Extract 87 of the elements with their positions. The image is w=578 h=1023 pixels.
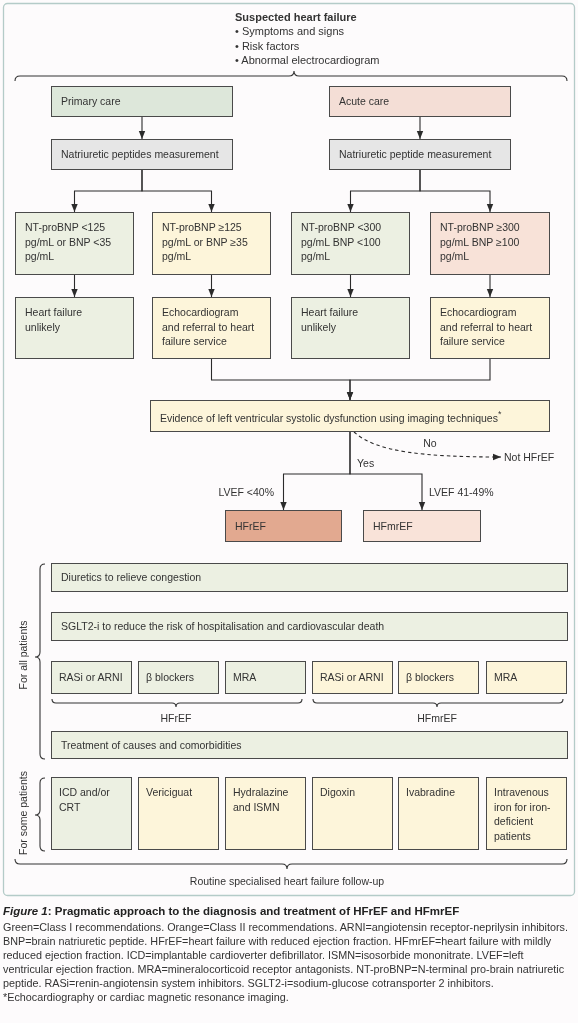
process-box	[430, 212, 550, 275]
process-box	[329, 139, 511, 170]
step-text: Hydralazine and ISMN	[233, 785, 290, 814]
step-text: Digoxin	[320, 785, 357, 800]
group-label: HFmrEF	[417, 711, 457, 725]
step-text: Heart failure unlikely	[301, 305, 360, 334]
flow-arrow	[208, 274, 215, 298]
dashed-arrow	[353, 431, 502, 461]
step-text: NT-proBNP ≥300 pg/mL BNP ≥100 pg/mL	[440, 220, 521, 264]
treatment-box	[138, 777, 219, 850]
treatment-box	[138, 661, 219, 694]
heading-text: Suspected heart failure	[235, 10, 357, 24]
treatment-bar	[51, 612, 568, 641]
bullet-item: • Abnormal electrocardiogram	[235, 53, 380, 67]
flow-arrow	[419, 169, 494, 213]
process-box	[329, 86, 511, 117]
result-box	[363, 510, 481, 542]
step-text: Heart failure unlikely	[25, 305, 84, 334]
step-text: β blockers	[406, 670, 456, 685]
flow-arrow	[71, 274, 78, 298]
treatment-box	[225, 777, 306, 850]
treatment-bar	[51, 563, 568, 592]
bullet-item: • Risk factors	[235, 39, 300, 53]
step-text: RASi or ARNI	[320, 670, 385, 685]
step-text: Ivabradine	[406, 785, 457, 800]
treatment-box	[51, 777, 132, 850]
edge-label: No	[421, 436, 439, 450]
process-box	[291, 297, 410, 359]
process-box	[430, 297, 550, 359]
step-text: NT-proBNP <125 pg/mL or BNP <35 pg/mL	[25, 220, 113, 264]
edge-label: LVEF <40%	[216, 485, 276, 499]
treatment-bar	[51, 731, 568, 759]
step-text: NT-proBNP <300 pg/mL BNP <100 pg/mL	[301, 220, 383, 264]
caption-text: Green=Class I recommendations. Orange=Class II recommendations. ARNI=angiotensin receptor-neprilysin inhibitors. BNP=brain natriuretic peptide. HFrEF=heart failure with reduced ejection fraction. HFmrEF=heart failure with mildly reduced ejection fraction. ICD=implantable cardioverter defibrillator. ISMN=isosorbide mononitrate. LVEF=left ventricular ejection fraction. MRA=mineralocorticoid receptor antagonists. NT-proBNP=N-terminal pro-brain natriuretic peptide. RASi=renin-angiotensin system inhibitors. SGLT2-i=sodium-glucose cotransporter 2 inhibitors. *Echocardiography or cardiac magnetic resonance imaging.	[3, 920, 569, 1004]
outcome-text: Not HFrEF	[504, 450, 556, 464]
step-text: MRA	[233, 670, 258, 685]
process-box	[15, 297, 134, 359]
treatment-box	[225, 661, 306, 694]
step-text: Echocardiogram and referral to heart failure service	[162, 305, 256, 349]
process-box	[291, 212, 410, 275]
branch-label: Yes	[357, 456, 375, 470]
edge-label: LVEF 41-49%	[427, 485, 496, 499]
step-text: Natriuretic peptides measurement	[61, 147, 220, 162]
step-text: Diuretics to relieve congestion	[61, 570, 203, 585]
flow-arrow	[346, 358, 491, 401]
step-text: β blockers	[146, 670, 196, 685]
process-box	[152, 212, 271, 275]
process-box	[51, 86, 233, 117]
process-box	[51, 139, 233, 170]
step-text: Echocardiogram and referral to heart failure service	[440, 305, 534, 349]
step-text: ICD and/or CRT	[59, 785, 111, 814]
treatment-box	[398, 661, 479, 694]
flow-arrow	[486, 274, 494, 298]
flow-arrow	[141, 169, 215, 213]
group-label: HFrEF	[160, 711, 192, 725]
step-text: Evidence of left ventricular systolic dysfunction using imaging techniques$^{*}$	[160, 408, 503, 425]
process-box	[152, 297, 271, 359]
step-text: Vericiguat	[146, 785, 194, 800]
group-label: For some patients	[16, 771, 30, 855]
step-text: Natriuretic peptide measurement	[339, 147, 493, 162]
step-text: Acute care	[339, 94, 391, 109]
result-box	[225, 510, 342, 542]
treatment-box	[51, 661, 132, 694]
treatment-box	[312, 777, 393, 850]
figure-title: Figure 1: Pragmatic approach to the diagnosis and treatment of HFrEF and HFmrEF	[3, 904, 461, 919]
step-text: Treatment of causes and comorbidities	[61, 737, 243, 753]
step-text: NT-proBNP ≥125 pg/mL or BNP ≥35 pg/mL	[162, 220, 249, 264]
treatment-box	[312, 661, 393, 694]
footer-note: Routine specialised heart failure follow-up	[189, 874, 385, 888]
flow-arrow	[349, 431, 426, 511]
step-text: HFmrEF	[373, 518, 414, 534]
step-text: HFrEF	[235, 518, 267, 534]
step-text: RASi or ARNI	[59, 670, 124, 685]
group-label: For all patients	[16, 620, 30, 690]
flow-arrow	[416, 116, 424, 140]
treatment-box	[486, 661, 567, 694]
bullet-item: • Symptoms and signs	[235, 24, 344, 38]
step-text: SGLT2-i to reduce the risk of hospitalisation and cardiovascular death	[61, 619, 386, 634]
flow-arrow	[347, 274, 354, 298]
step-text: Intravenous iron for iron-deficient patients	[494, 785, 552, 843]
step-text: MRA	[494, 670, 519, 685]
treatment-box	[398, 777, 479, 850]
flow-arrow	[138, 116, 146, 140]
step-text: Primary care	[61, 94, 122, 109]
decision-box	[150, 400, 550, 432]
process-box	[15, 212, 134, 275]
treatment-box	[486, 777, 567, 850]
